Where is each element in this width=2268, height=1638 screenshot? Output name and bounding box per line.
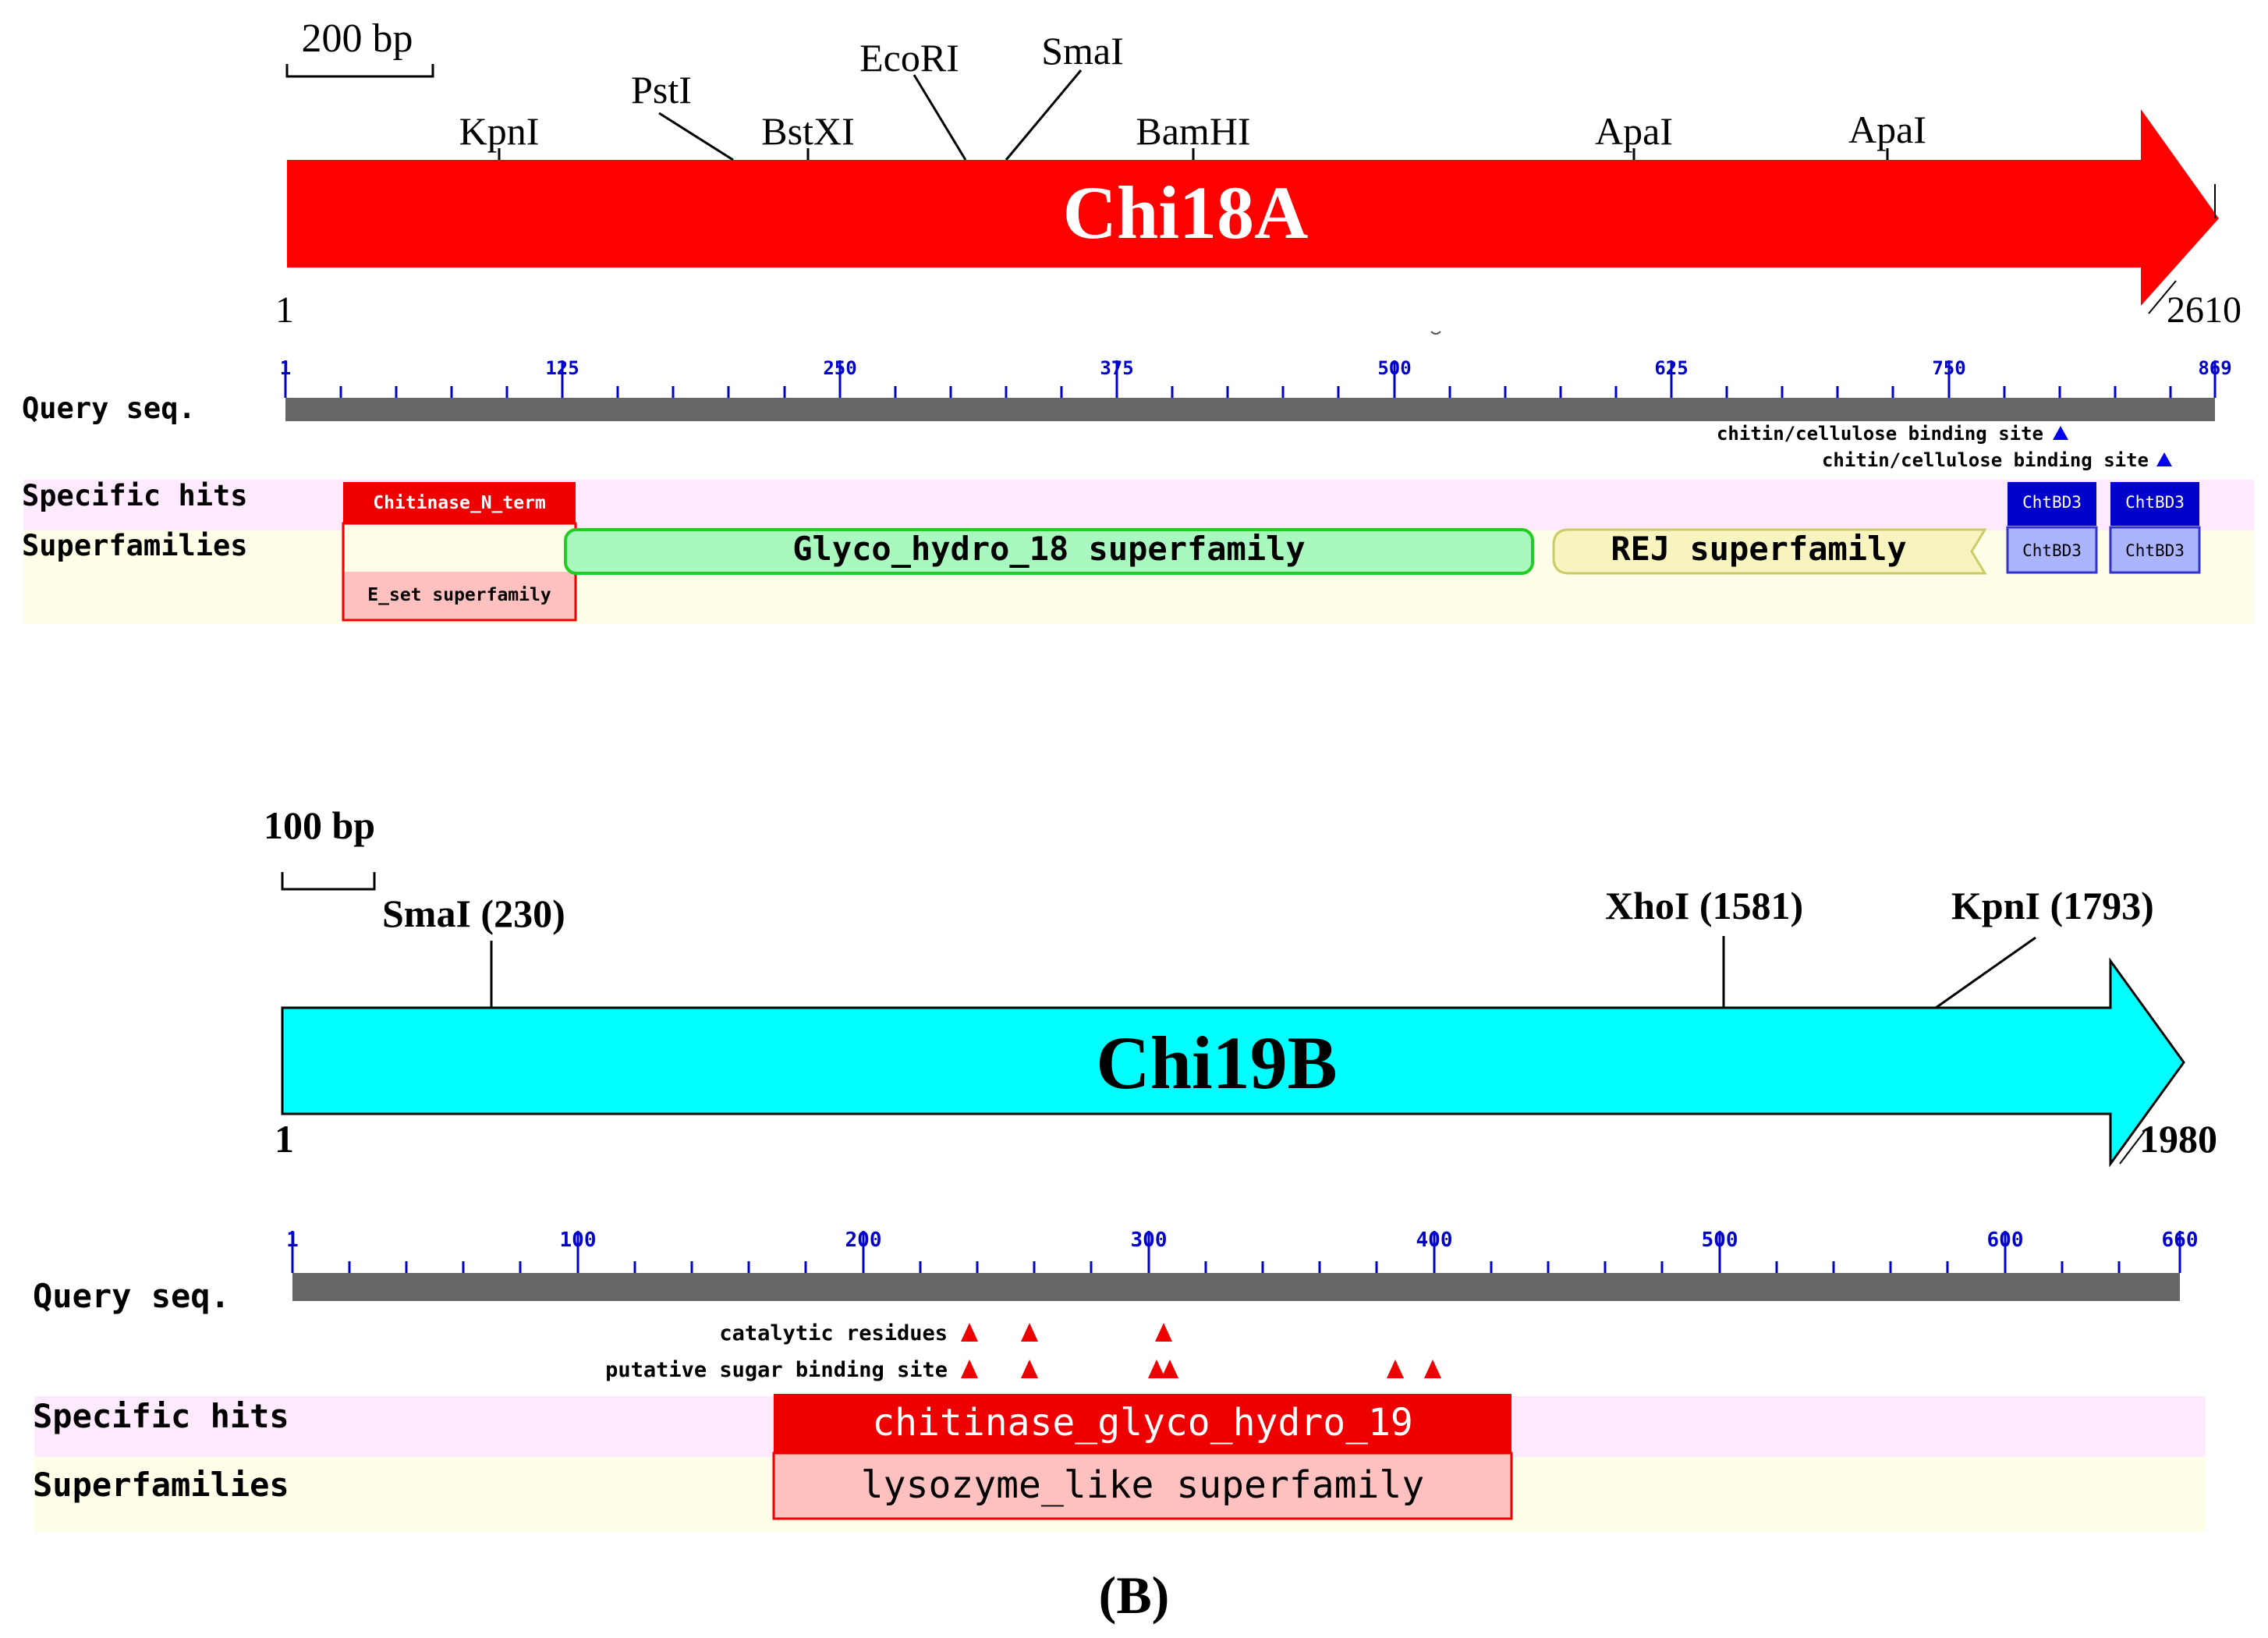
- panel-caption: (B): [1099, 1565, 1170, 1625]
- start-label-a: 1: [275, 289, 294, 331]
- site-xhoi: XhoI (1581): [1605, 884, 1803, 927]
- tick-b-3: 300: [1131, 1228, 1168, 1252]
- ruler-a: [284, 360, 2217, 398]
- superfamily-label-b: Superfamilies: [33, 1466, 289, 1504]
- chtbd3-superfamily-2-label: ChtBD3: [2125, 541, 2185, 560]
- chtbd3-hit-2-label: ChtBD3: [2125, 493, 2185, 512]
- tick-a-6: 750: [1932, 357, 1965, 379]
- tick-b-4: 400: [1416, 1228, 1453, 1252]
- tick-a-7: 869: [2198, 357, 2231, 379]
- catalytic-residue-markers: [961, 1323, 1172, 1342]
- tick-b-6: 600: [1987, 1228, 2024, 1252]
- start-label-b: 1: [275, 1117, 294, 1161]
- query-label-b: Query seq.: [33, 1277, 230, 1315]
- sugar-binding-label: putative sugar binding site: [605, 1358, 948, 1382]
- site-smai-b: SmaI (230): [382, 892, 565, 935]
- chtbd3-superfamily-1-label: ChtBD3: [2022, 541, 2082, 560]
- superfamily-label-a: Superfamilies: [22, 529, 248, 562]
- scale-label-b: 100 bp: [264, 803, 375, 847]
- site-smai-a: SmaI: [1041, 29, 1124, 73]
- scale-bar-a: 200 bp: [285, 16, 434, 78]
- site-psti: PstI: [631, 68, 692, 112]
- domain-map-a: Query seq. Specific hits Superfamilies: [22, 357, 2254, 624]
- site-kpni-b: KpnI (1793): [1951, 884, 2154, 927]
- end-label-b: 1980: [2139, 1117, 2217, 1161]
- tick-a-4: 500: [1377, 357, 1411, 379]
- binding-site-label-1: chitin/cellulose binding site: [1717, 423, 2043, 445]
- binding-site-marker-1: [2053, 426, 2068, 440]
- site-bamhi: BamHI: [1136, 109, 1250, 153]
- glyco-hydro-18-superfamily: [564, 528, 1534, 575]
- site-apai-2: ApaI: [1848, 108, 1926, 151]
- tick-a-5: 625: [1654, 357, 1688, 379]
- restriction-sites-a: KpnI PstI BstXI EcoRI SmaI BamHI ApaI Ap…: [459, 29, 1926, 161]
- tick-a-0: 1: [280, 357, 291, 379]
- tick-b-5: 500: [1702, 1228, 1738, 1252]
- query-bar-a: [285, 398, 2215, 421]
- site-bstxi: BstXI: [761, 109, 854, 153]
- site-ecori: EcoRI: [859, 36, 959, 80]
- tick-a-2: 250: [823, 357, 856, 379]
- rej-superfamily: [1552, 528, 1987, 575]
- panel-b: 100 bp SmaI (230) XhoI (1581) KpnI (1793…: [33, 803, 2217, 1532]
- gene-name-b: Chi19B: [1096, 1021, 1337, 1104]
- chtbd3-hit-1: [2008, 482, 2096, 526]
- panel-a: 200 bp Chi18A 1 2610 KpnI PstI BstXI Eco…: [22, 16, 2254, 624]
- lysozyme-like-superfamily: [772, 1452, 1513, 1520]
- chi19b-arrow: [281, 957, 2185, 1168]
- query-bar-b: [292, 1273, 2180, 1301]
- rej-label: REJ superfamily: [1611, 530, 1906, 568]
- ruler-b: [291, 1231, 2181, 1273]
- tick-b-1: 100: [560, 1228, 597, 1252]
- chitinase-n-term-hit: [343, 482, 576, 523]
- chitinase-glyco-hydro-19-hit: [774, 1394, 1511, 1453]
- restriction-sites-b: SmaI (230) XhoI (1581) KpnI (1793): [382, 884, 2154, 1009]
- e-set-label: E_set superfamily: [367, 585, 551, 605]
- specific-label-b: Specific hits: [33, 1397, 289, 1435]
- scale-label-a: 200 bp: [302, 16, 413, 61]
- gene-name-a: Chi18A: [1063, 171, 1309, 254]
- binding-site-marker-2: [2156, 452, 2172, 466]
- query-label-a: Query seq.: [22, 392, 196, 425]
- binding-site-label-2: chitin/cellulose binding site: [1822, 449, 2149, 471]
- tick-b-2: 200: [845, 1228, 882, 1252]
- chi18a-arrow: [287, 109, 2219, 306]
- catalytic-residues-label: catalytic residues: [719, 1321, 948, 1346]
- tick-b-0: 1: [286, 1228, 299, 1252]
- lysozyme-like-label: lysozyme_like superfamily: [861, 1463, 1424, 1507]
- tick-a-3: 375: [1100, 357, 1133, 379]
- sugar-binding-markers: [961, 1360, 1441, 1378]
- tick-b-7: 660: [2162, 1228, 2199, 1252]
- specific-label-a: Specific hits: [22, 479, 248, 512]
- glyco-hydro-18-label: Glyco_hydro_18 superfamily: [792, 530, 1305, 568]
- end-label-a: 2610: [2167, 289, 2241, 331]
- chitinase-n-term-label: Chitinase_N_term: [373, 493, 546, 513]
- chitinase-glyco-hydro-19-label: chitinase_glyco_hydro_19: [872, 1401, 1413, 1445]
- site-apai-1: ApaI: [1595, 109, 1673, 153]
- domain-map-b: Query seq. Specific hits Superfamilies: [33, 1228, 2206, 1532]
- scale-bar-b: [281, 872, 376, 891]
- site-kpni: KpnI: [459, 109, 540, 153]
- chtbd3-hit-1-label: ChtBD3: [2022, 493, 2082, 512]
- tick-a-1: 125: [545, 357, 579, 379]
- chtbd3-superfamily-1: [2006, 526, 2098, 574]
- chtbd3-superfamily-2: [2109, 526, 2201, 574]
- chtbd3-hit-2: [2110, 482, 2199, 526]
